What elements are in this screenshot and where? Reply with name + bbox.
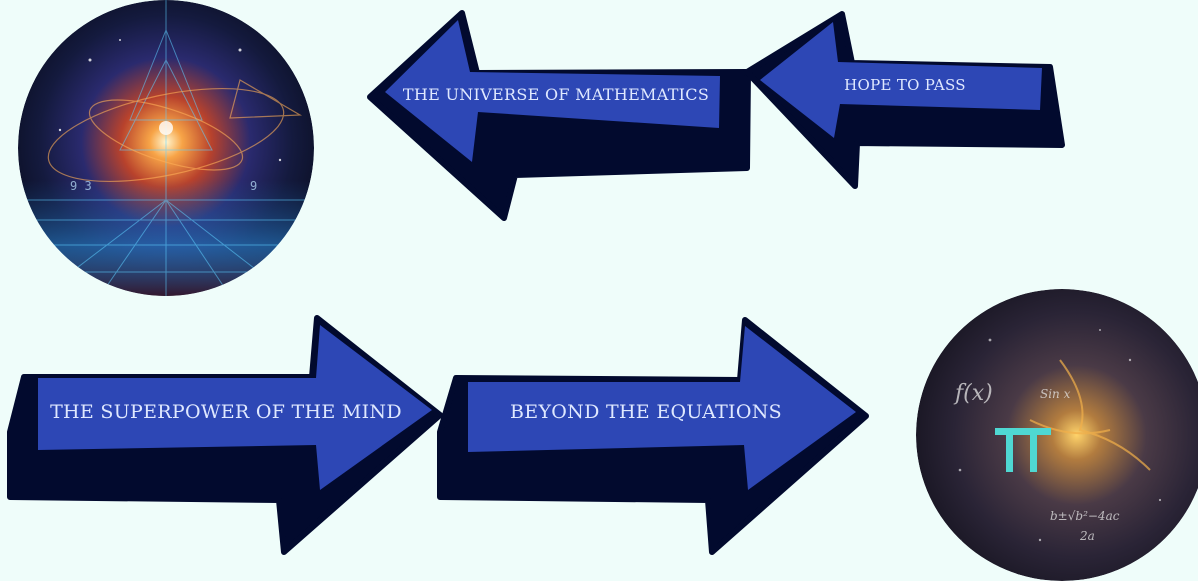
arrow-universe-of-mathematics: THE UNIVERSE OF MATHEMATICS — [367, 10, 751, 221]
arrow-superpower-of-the-mind: THE SUPERPOWER OF THE MIND — [7, 315, 443, 555]
arrow-label: THE UNIVERSE OF MATHEMATICS — [403, 85, 709, 104]
equation-glyph: f(x) — [953, 381, 993, 406]
arrow-face — [38, 325, 432, 490]
cosmic-math-grid-image: 9 3 9 — [18, 0, 314, 296]
arrow-beyond-the-equations: BEYOND THE EQUATIONS — [437, 317, 869, 555]
pi-equations-galaxy-image: f(x) Sin x b±√b²−4ac 2a ½ — [916, 289, 1198, 581]
equation-glyph: ½ — [950, 538, 964, 554]
equation-glyph: 2a — [1079, 529, 1095, 543]
cosmic-digit-glyph: 9 3 — [70, 179, 92, 193]
arrow-label: THE SUPERPOWER OF THE MIND — [50, 401, 402, 423]
pi-symbol-icon — [995, 428, 1051, 472]
arrow-label: BEYOND THE EQUATIONS — [510, 401, 782, 423]
arrow-face — [760, 22, 1042, 138]
cosmic-digit-glyph: 9 — [250, 179, 257, 193]
equation-glyph: Sin x — [1040, 387, 1071, 401]
equation-glyph: b±√b²−4ac — [1050, 509, 1120, 523]
arrow-face — [468, 326, 856, 490]
arrow-label: HOPE TO PASS — [844, 76, 966, 94]
arrow-hope-to-pass: HOPE TO PASS — [744, 11, 1065, 189]
arrow-face — [385, 20, 720, 162]
